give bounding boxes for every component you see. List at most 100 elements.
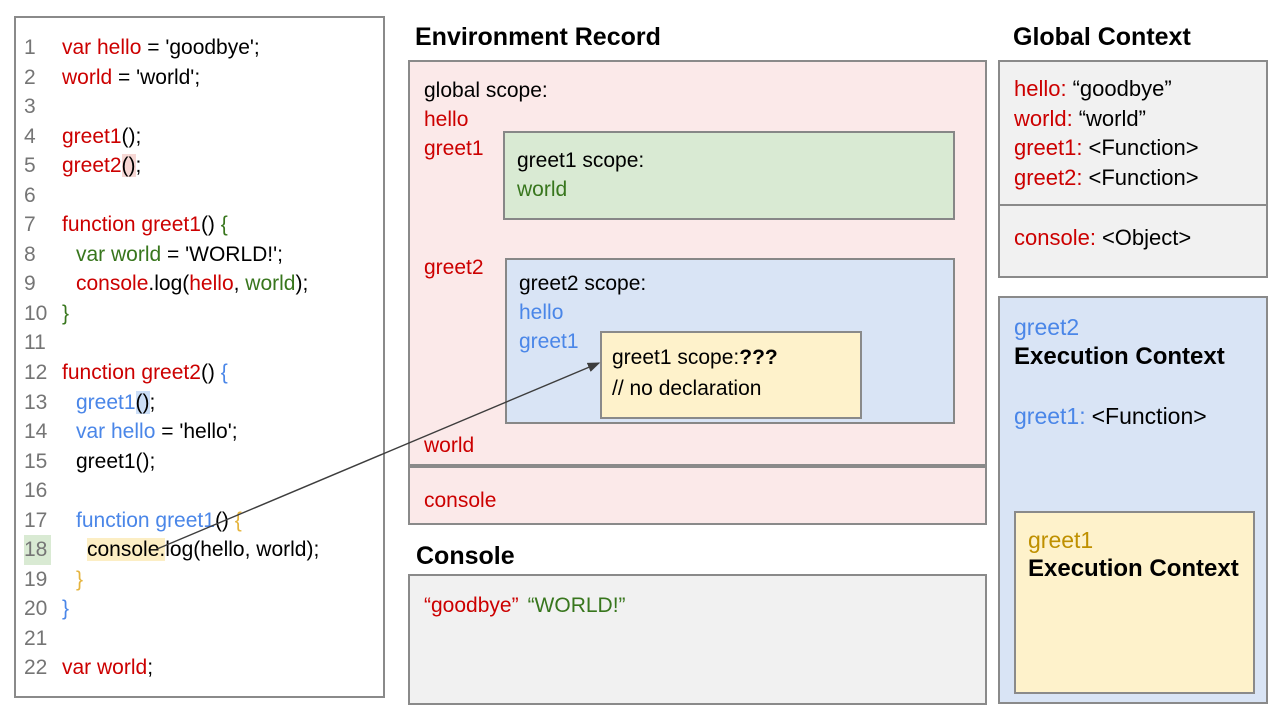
line-number: 19: [24, 567, 48, 591]
greet1-execution-context-name: greet1: [1028, 527, 1094, 553]
code-line-16: 16: [24, 476, 381, 506]
line-number: 7: [24, 213, 36, 237]
code-token: (): [200, 361, 221, 385]
code-token: log(hello, world);: [165, 538, 320, 562]
line-number: 9: [24, 272, 36, 296]
code-token: (): [135, 390, 150, 414]
code-token: var world: [76, 242, 162, 266]
greet1-inner-scope-question: ???: [739, 346, 778, 369]
code-text: function greet1() {: [62, 210, 228, 240]
global-context-title: Global Context: [1013, 23, 1191, 51]
greet2-execution-context-title: Execution Context: [1014, 343, 1225, 370]
line-number: 8: [24, 242, 36, 266]
code-line-20: 20}: [24, 594, 381, 624]
global-scope-label: global scope:: [424, 79, 548, 102]
line-number: 14: [24, 420, 48, 444]
global-scope-box: global scope: hello greet1 greet2 world …: [408, 60, 987, 466]
code-token: var hello: [76, 420, 156, 444]
code-text: var world;: [62, 653, 153, 683]
line-number: 15: [24, 449, 48, 473]
code-line-4: 4 greet1();: [24, 122, 381, 152]
greet1-execution-context-title: Execution Context: [1028, 555, 1239, 582]
code-text: console.log(hello, world);: [62, 535, 319, 565]
line-number: 17: [24, 508, 48, 532]
code-token: = 'goodbye';: [141, 36, 260, 59]
global-scope-var-greet1: greet1: [424, 137, 484, 160]
code-line-11: 11: [24, 328, 381, 358]
global-context-variables-section: hello:“goodbye” world:“world” greet1:<Fu…: [1000, 62, 1266, 206]
global-context-box: hello:“goodbye” world:“world” greet1:<Fu…: [998, 60, 1268, 278]
code-token: {: [234, 508, 242, 532]
line-number: 4: [24, 124, 36, 148]
code-line-22: 22 var world;: [24, 653, 381, 683]
code-line-7: 7 function greet1() {: [24, 210, 381, 240]
global-scope-var-hello: hello: [424, 108, 469, 131]
greet2-execution-context-name: greet2: [1014, 314, 1080, 340]
code-text: var hello = 'goodbye';: [62, 33, 260, 63]
code-text: greet1();: [62, 447, 155, 477]
console-var-label: console: [424, 489, 497, 512]
line-number: 2: [24, 65, 36, 89]
code-line-15: 15 greet1();: [24, 447, 381, 477]
code-line-17: 17 function greet1() {: [24, 506, 381, 536]
code-token: {: [220, 213, 228, 237]
code-text: greet1();: [62, 122, 141, 152]
code-token: function greet1: [62, 213, 201, 237]
code-token: (): [214, 508, 235, 532]
line-number: 21: [24, 626, 48, 650]
code-token: greet2: [62, 154, 122, 178]
environment-record-title: Environment Record: [415, 23, 661, 51]
greet1-inner-scope-box: greet1 scope:??? // no declaration: [600, 331, 862, 419]
code-token: = 'world';: [112, 65, 201, 89]
code-token: hello: [189, 272, 234, 296]
line-number: 18: [24, 535, 51, 565]
code-token: ,: [233, 272, 246, 296]
line-number: 3: [24, 95, 36, 119]
code-token: world: [245, 272, 296, 296]
greet2-scope-box: greet2 scope: hello greet1 greet1 scope:…: [505, 258, 955, 424]
greet2-scope-var-hello: hello: [519, 301, 564, 324]
code-text: function greet1() {: [62, 506, 242, 536]
code-token: ();: [121, 124, 142, 148]
code-token: console: [76, 272, 149, 296]
line-number: 13: [24, 390, 48, 414]
code-line-13: 13 greet1();: [24, 388, 381, 418]
code-line-10: 10}: [24, 299, 381, 329]
line-number: 22: [24, 656, 48, 680]
code-token: ;: [147, 656, 154, 680]
console-output-goodbye: “goodbye”: [424, 594, 519, 617]
code-token: (): [121, 154, 136, 178]
code-token: function greet1: [76, 508, 215, 532]
line-number: 20: [24, 597, 48, 621]
greet2-execution-context-entry: greet1:<Function>: [1014, 403, 1207, 429]
code-text: }: [62, 299, 69, 329]
code-text: greet1();: [62, 388, 155, 418]
code-token: greet1: [62, 124, 122, 148]
code-token: (): [200, 213, 221, 237]
code-token: var hello: [62, 36, 142, 59]
code-token: ;: [135, 154, 142, 178]
code-line-19: 19}: [24, 565, 381, 595]
global-context-entry-greet1: greet1:<Function>: [1014, 135, 1199, 160]
code-text: }: [62, 594, 69, 624]
code-text: function greet2() {: [62, 358, 228, 388]
greet2-execution-context-box: greet2 Execution Context greet1:<Functio…: [998, 296, 1268, 704]
code-token: console.: [87, 538, 166, 562]
code-token: greet1();: [76, 449, 156, 473]
greet1-inner-scope-text: greet1 scope:: [612, 346, 740, 369]
code-token: world: [62, 65, 113, 89]
code-token: );: [295, 272, 309, 296]
greet2-scope-label: greet2 scope:: [519, 272, 647, 295]
code-line-18: 18 console.log(hello, world);: [24, 535, 381, 565]
code-line-2: 2 world = 'world';: [24, 63, 381, 93]
code-token: }: [76, 567, 84, 591]
greet1-inner-scope-comment: // no declaration: [612, 377, 762, 400]
greet1-scope-label: greet1 scope:: [517, 149, 645, 172]
